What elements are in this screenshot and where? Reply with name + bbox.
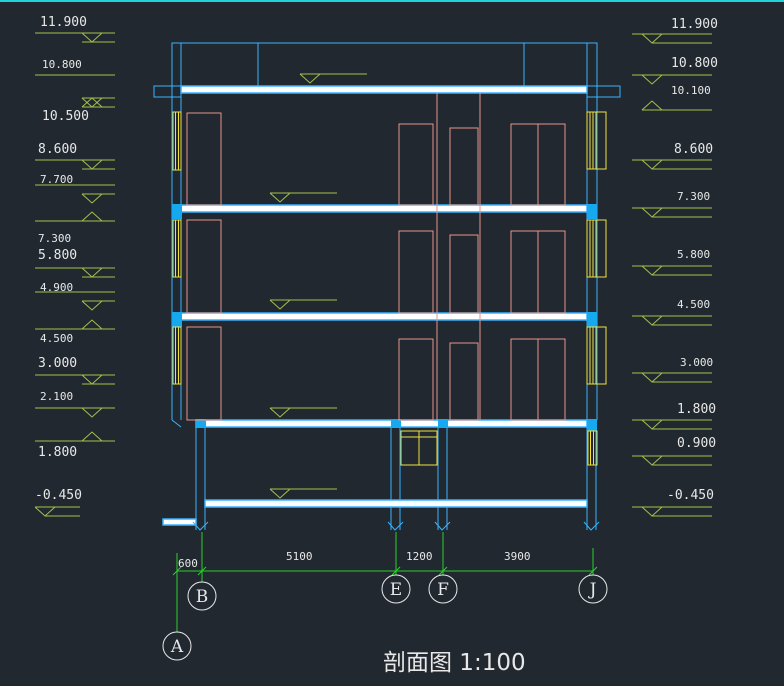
level-label: 7.300 bbox=[677, 190, 710, 203]
entry-step bbox=[162, 518, 197, 526]
window-left bbox=[172, 111, 182, 385]
door bbox=[398, 123, 434, 206]
level-label: 0.900 bbox=[677, 436, 716, 451]
level-label: 4.500 bbox=[40, 332, 73, 345]
level-label: 10.800 bbox=[671, 56, 718, 71]
axis-label: A bbox=[170, 637, 184, 657]
floor-slab-3 bbox=[180, 312, 588, 321]
beam-cut bbox=[172, 204, 182, 219]
left-level-ticks bbox=[34, 32, 115, 517]
axis-bubbles bbox=[162, 574, 608, 661]
door-left bbox=[186, 326, 222, 421]
column-foot-marks bbox=[192, 521, 600, 531]
floor-slab-4 bbox=[180, 204, 588, 213]
level-label: 4.500 bbox=[677, 298, 710, 311]
dimension-3900: 3900 bbox=[504, 550, 531, 563]
level-label: 8.600 bbox=[674, 142, 713, 157]
doors bbox=[186, 112, 566, 421]
level-label: 2.100 bbox=[40, 390, 73, 403]
axis-label: F bbox=[437, 580, 449, 600]
roof-slab bbox=[180, 85, 588, 94]
axis-label: B bbox=[196, 587, 209, 607]
level-label: 4.900 bbox=[40, 281, 73, 294]
level-label: 3.000 bbox=[680, 356, 713, 369]
level-label: 1.800 bbox=[677, 402, 716, 417]
level-label: 7.700 bbox=[40, 173, 73, 186]
wall-base-line bbox=[171, 419, 182, 428]
level-label: 10.800 bbox=[42, 58, 82, 71]
axis-bubble-b bbox=[187, 581, 217, 611]
door bbox=[449, 127, 479, 206]
level-label: 11.900 bbox=[40, 15, 87, 30]
beam-cut bbox=[587, 312, 597, 327]
axis-labels: A B E F J bbox=[170, 580, 597, 657]
floor-slabs bbox=[162, 85, 588, 526]
window-ground bbox=[400, 430, 438, 466]
beam-cut bbox=[196, 419, 206, 428]
left-level-labels: 11.900 10.800 10.500 8.600 7.700 7.300 5… bbox=[35, 15, 89, 503]
door bbox=[449, 234, 479, 314]
axis-bubble-j bbox=[578, 574, 608, 604]
dimension-1200: 1200 bbox=[406, 550, 433, 563]
right-level-labels: 11.900 10.800 10.100 8.600 7.300 5.800 4… bbox=[667, 17, 718, 503]
dimension-600: 600 bbox=[178, 557, 198, 570]
beam-cut bbox=[587, 204, 597, 219]
drawing-title: 剖面图 1:100 bbox=[383, 650, 526, 676]
level-label: 5.800 bbox=[677, 248, 710, 261]
dimension-5100: 5100 bbox=[286, 550, 313, 563]
axis-bubble-a bbox=[162, 631, 192, 661]
outer-wall-line bbox=[171, 42, 598, 420]
door bbox=[398, 338, 434, 421]
door-left bbox=[186, 112, 222, 206]
axis-bubble-f bbox=[428, 574, 458, 604]
level-label: 8.600 bbox=[38, 142, 77, 157]
ground-slab bbox=[204, 499, 588, 508]
level-label: 3.000 bbox=[38, 356, 77, 371]
beam-cut bbox=[172, 312, 182, 327]
axis-bubble-e bbox=[381, 574, 411, 604]
level-label: 11.900 bbox=[671, 17, 718, 32]
level-label: 1.800 bbox=[38, 445, 77, 460]
door bbox=[398, 230, 434, 314]
roof-eave-right bbox=[587, 85, 621, 98]
door bbox=[449, 342, 479, 421]
level-label: -0.450 bbox=[35, 488, 82, 503]
beam-cut bbox=[587, 419, 597, 431]
building-outline bbox=[153, 42, 621, 530]
level-label: -0.450 bbox=[667, 488, 714, 503]
dimension-values: 600 5100 1200 3900 bbox=[178, 550, 531, 570]
door-left bbox=[186, 219, 222, 314]
axis-label: J bbox=[588, 580, 597, 600]
viewport-top-border bbox=[0, 0, 784, 2]
axis-label: E bbox=[390, 580, 402, 600]
level-label: 7.300 bbox=[38, 232, 71, 245]
interior-partitions bbox=[436, 93, 481, 420]
beam-cut bbox=[391, 419, 401, 428]
beam-cut bbox=[438, 419, 448, 428]
window-right bbox=[586, 111, 607, 466]
interior-level-marks bbox=[269, 73, 367, 499]
dimension-chain bbox=[172, 532, 598, 632]
right-level-ticks bbox=[632, 33, 712, 517]
level-label: 5.800 bbox=[38, 248, 77, 263]
windows bbox=[172, 111, 607, 466]
level-label: 10.100 bbox=[671, 84, 711, 97]
beam-sections bbox=[172, 204, 597, 431]
level-label: 10.500 bbox=[42, 109, 89, 124]
roof-eave-left bbox=[153, 85, 181, 98]
